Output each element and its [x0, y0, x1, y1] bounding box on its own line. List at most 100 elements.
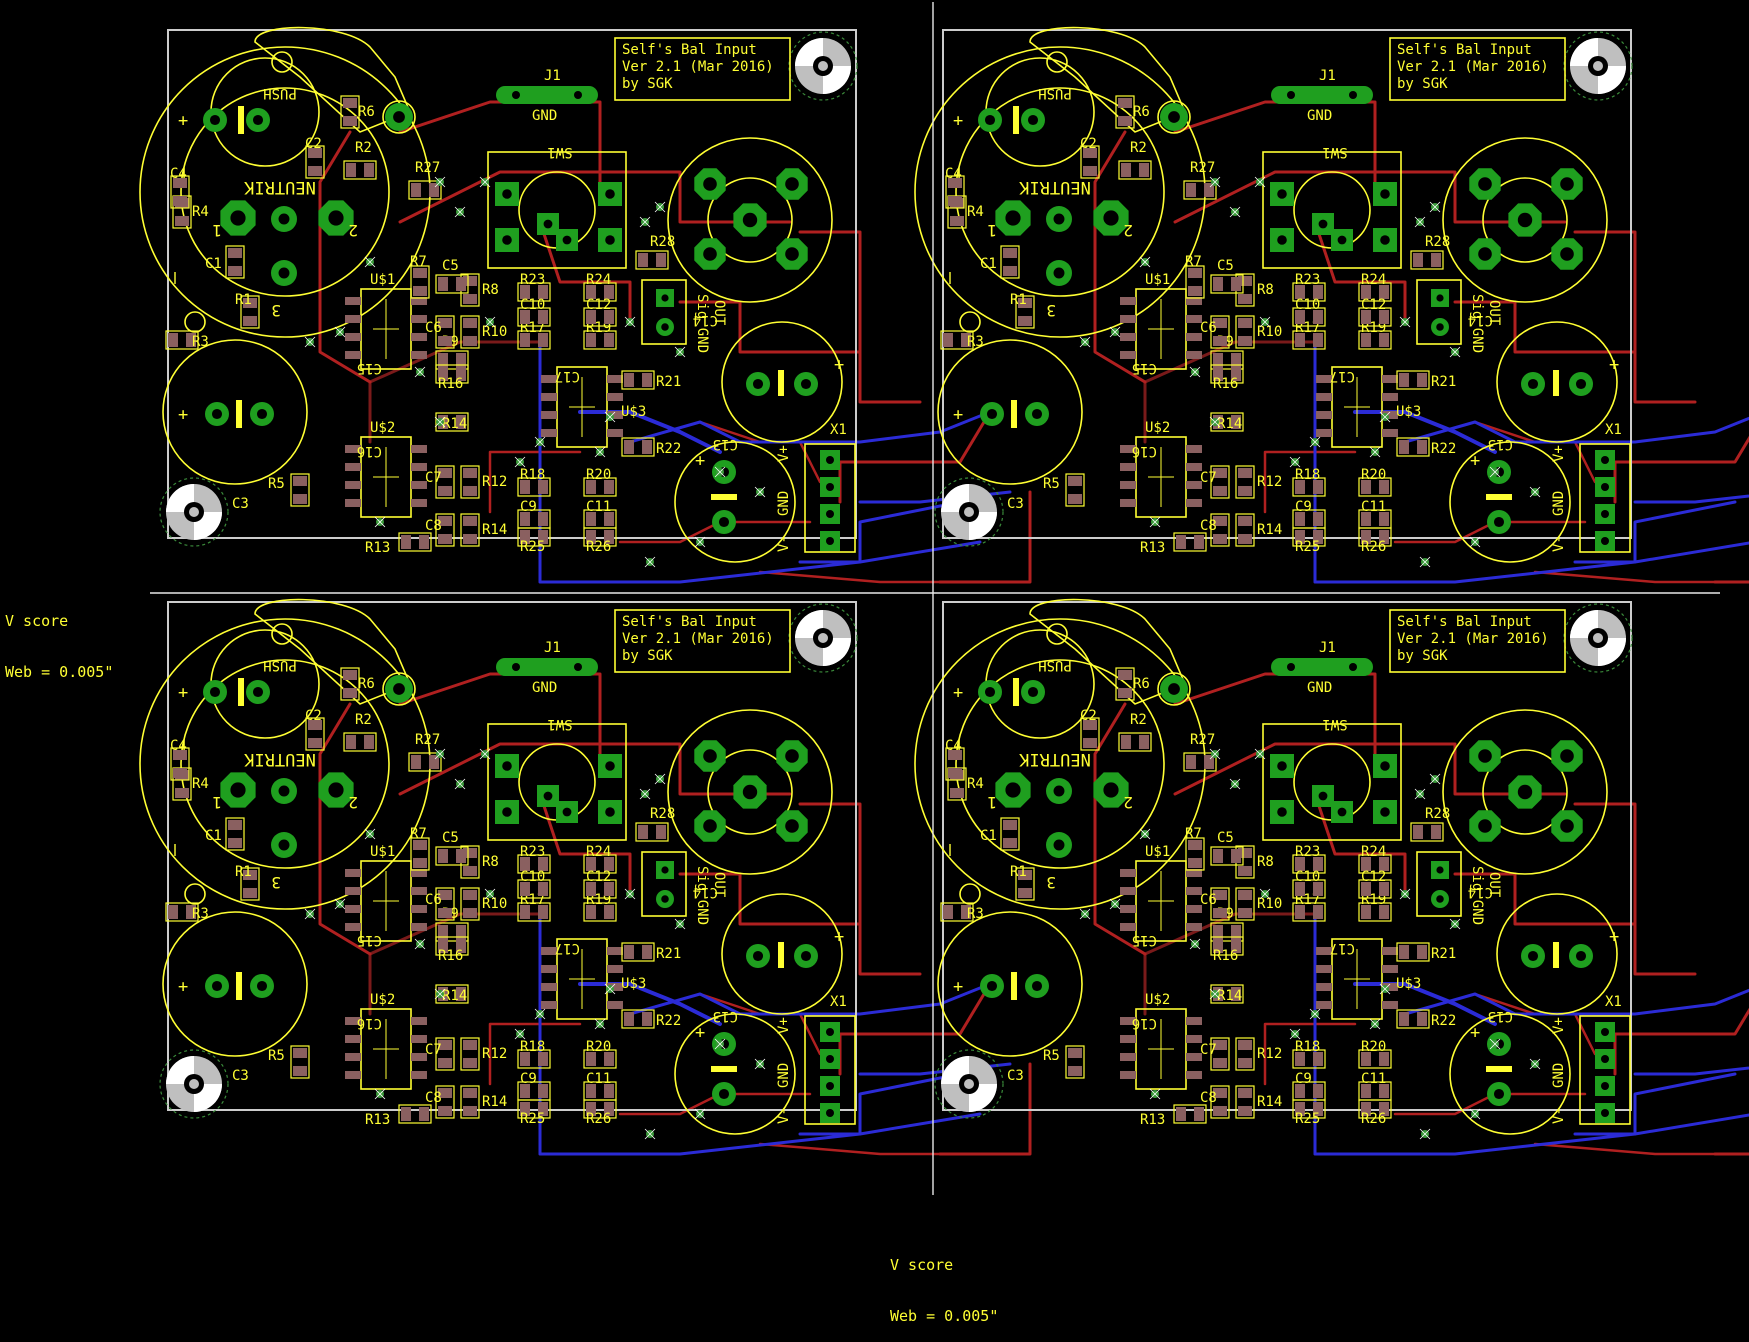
- via-x2: [1369, 446, 1381, 458]
- part-r24-pad1: [586, 857, 596, 871]
- part-label-r8: R8: [482, 854, 499, 870]
- v-score-label-bottom-line1: V score: [890, 1256, 954, 1274]
- part-r12-pad2: [1238, 486, 1252, 496]
- title-line-3: by SGK: [622, 76, 673, 92]
- sw1-pad-1-hole: [1277, 761, 1287, 771]
- trace: [1093, 702, 1147, 956]
- part-c11-pad2: [604, 1084, 614, 1098]
- part-c4-pad1: [173, 750, 187, 760]
- j1-pads: [1271, 658, 1373, 676]
- u2-pin-r3: [411, 1071, 427, 1079]
- out-header-pin-1-hole: [1436, 294, 1444, 302]
- j1-hole2: [1349, 663, 1357, 671]
- c14-pad-a-hole: [752, 950, 764, 962]
- trace-bottom: [798, 1072, 962, 1136]
- via-x2: [1079, 336, 1091, 348]
- part-label-r21: R21: [1431, 374, 1456, 390]
- via-x2: [1419, 556, 1431, 568]
- board-outline: [942, 29, 1632, 539]
- part-r25-pad2: [538, 530, 548, 544]
- part-r2-outline: [1118, 732, 1152, 752]
- part-label-r2: R2: [355, 712, 372, 728]
- c13-plus: +: [695, 1023, 705, 1043]
- part-r9-pad1: [1213, 353, 1223, 367]
- sw1-body: [487, 151, 627, 269]
- part-label-c11: C11: [586, 1071, 611, 1087]
- part-r2-pad2: [1139, 163, 1149, 177]
- part-r16-pad2: [456, 939, 466, 953]
- part-c2-outline: [1080, 717, 1100, 751]
- via-x2: [754, 1058, 766, 1070]
- out-xlr-center-hole: [742, 784, 758, 800]
- part-r21-pad2: [1417, 945, 1427, 959]
- part-label-r3: R3: [967, 906, 984, 922]
- trace-bottom: [1573, 500, 1737, 564]
- u1-pin-r1: [411, 315, 427, 323]
- c13-pad-b-hole: [718, 1088, 730, 1100]
- part-c6-pad2: [1213, 336, 1227, 346]
- trace: [1263, 450, 1357, 514]
- u3-pin-r3: [607, 429, 623, 437]
- part-c5-pad2: [456, 277, 466, 291]
- u2-pin-r2: [411, 481, 427, 489]
- part-r12-outline: [1235, 1037, 1255, 1071]
- c14-pad-b-hole: [800, 950, 812, 962]
- part-r23-pad2: [1313, 285, 1323, 299]
- push-label: PUSH: [1038, 657, 1072, 673]
- part-c5-pad1: [438, 277, 448, 291]
- part-r28-pad1: [638, 253, 648, 267]
- part-c7-outline: [435, 465, 455, 499]
- part-r20-outline: [583, 1049, 617, 1069]
- part-label-r1: R1: [235, 292, 252, 308]
- out-xlr-pin-a-hole: [1478, 749, 1492, 763]
- part-label-c16: C16: [357, 443, 382, 459]
- xlr-mount-ring: [382, 672, 416, 706]
- j1-label: J1: [1319, 68, 1336, 84]
- part-r1-pad1: [243, 870, 257, 880]
- part-r3-pad1: [943, 905, 953, 919]
- part-label-c16: C16: [1132, 443, 1157, 459]
- u3-pin-r3: [1382, 1001, 1398, 1009]
- part-c12-pad2: [604, 882, 614, 896]
- u3-pin-r2: [607, 983, 623, 991]
- part-r10-pad2: [463, 336, 477, 346]
- part-label-c7: C7: [425, 1042, 442, 1058]
- part-c5-pad2: [1231, 849, 1241, 863]
- c14-pad-a-hole: [752, 378, 764, 390]
- u3-pin-r2: [1382, 983, 1398, 991]
- xlr-latch: [254, 26, 412, 133]
- c13-pad-b-hole: [1493, 1088, 1505, 1100]
- j1-pads: [1271, 86, 1373, 104]
- part-label-r6: R6: [358, 676, 375, 692]
- part-c11-pad2: [1379, 1084, 1389, 1098]
- part-c8-pad2: [438, 1106, 452, 1116]
- part-label-r16: R16: [1213, 376, 1238, 392]
- x1-label: X1: [1605, 994, 1622, 1010]
- out-label: OUT: [1486, 872, 1502, 898]
- part-label-c5: C5: [1217, 258, 1234, 274]
- via-x2: [1429, 773, 1441, 785]
- u2-body: [1135, 1008, 1187, 1090]
- u2-pin-r1: [411, 1035, 427, 1043]
- part-label-r3: R3: [192, 906, 209, 922]
- part-r3-outline: [940, 902, 974, 922]
- u3-pin-l0: [1316, 375, 1332, 383]
- u3-label: U$3: [1396, 404, 1421, 420]
- via-x2: [1229, 206, 1241, 218]
- c14-plus: +: [834, 355, 844, 375]
- board-outline: [167, 601, 857, 1111]
- part-c2-pad2: [1083, 738, 1097, 748]
- v-score-label-left-line2: Web = 0.005": [5, 663, 114, 681]
- c13-plus: +: [1470, 451, 1480, 471]
- x1-pin-2-hole: [1601, 1082, 1609, 1090]
- part-label-r5: R5: [1043, 1048, 1060, 1064]
- xlr-pin-3-hole: [278, 839, 290, 851]
- xlr-pin-1-label: 1: [987, 221, 997, 240]
- c4-plus: +: [953, 111, 963, 131]
- part-r18-pad1: [520, 480, 530, 494]
- part-r9-outline: [1210, 922, 1244, 942]
- part-c12-pad2: [1379, 310, 1389, 324]
- part-r13-outline: [398, 532, 432, 552]
- part-label-c6: C6: [1200, 320, 1217, 336]
- part-c8-pad1: [1213, 516, 1227, 526]
